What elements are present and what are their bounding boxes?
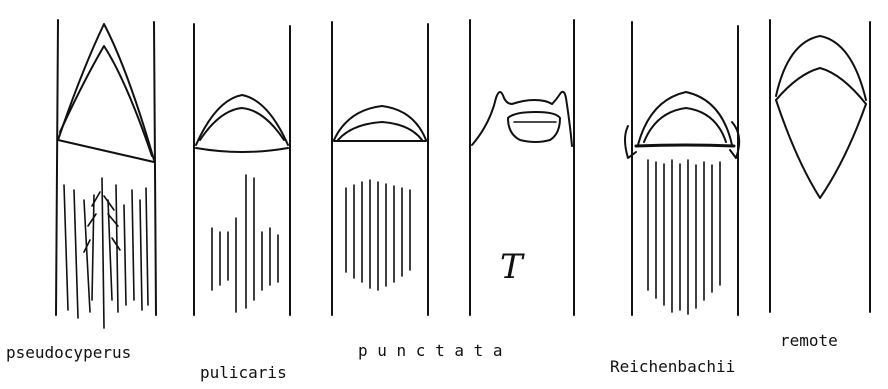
panel-mark: T xyxy=(470,20,574,315)
panel-punctata: p u n c t a t a xyxy=(332,22,503,360)
inner-arch xyxy=(200,108,284,140)
base-line xyxy=(196,148,288,152)
panel-label: remote xyxy=(780,331,838,350)
panel-label: pseudocyperus xyxy=(6,343,131,362)
inner-bowl xyxy=(508,112,560,142)
border-line xyxy=(56,20,58,315)
panel-pulicaris: pulicaris xyxy=(194,24,290,382)
panel-label: T xyxy=(500,247,525,287)
border-line xyxy=(154,22,156,315)
striations xyxy=(648,160,720,314)
panel-reichenbachii: Reichenbachii xyxy=(610,22,739,376)
striations xyxy=(346,180,410,290)
lower-body xyxy=(776,100,866,198)
inner-arch xyxy=(776,68,866,104)
panel-remota: remote xyxy=(770,20,870,350)
panel-label: p u n c t a t a xyxy=(358,341,503,360)
striations xyxy=(64,178,148,328)
outer-arch xyxy=(638,92,732,145)
left-wing xyxy=(625,126,636,158)
inner-arch xyxy=(60,46,152,156)
inner-arch xyxy=(644,108,726,142)
outer-arch xyxy=(196,95,288,145)
striations xyxy=(212,175,278,312)
panel-label: Reichenbachii xyxy=(610,357,735,376)
base-line xyxy=(636,145,734,146)
outer-arch xyxy=(58,24,154,160)
crown-outline xyxy=(472,92,572,146)
inner-arch xyxy=(338,122,422,140)
panel-pseudocyperus: pseudocyperus xyxy=(6,20,156,362)
base-line xyxy=(58,140,154,162)
panel-label: pulicaris xyxy=(200,363,287,382)
